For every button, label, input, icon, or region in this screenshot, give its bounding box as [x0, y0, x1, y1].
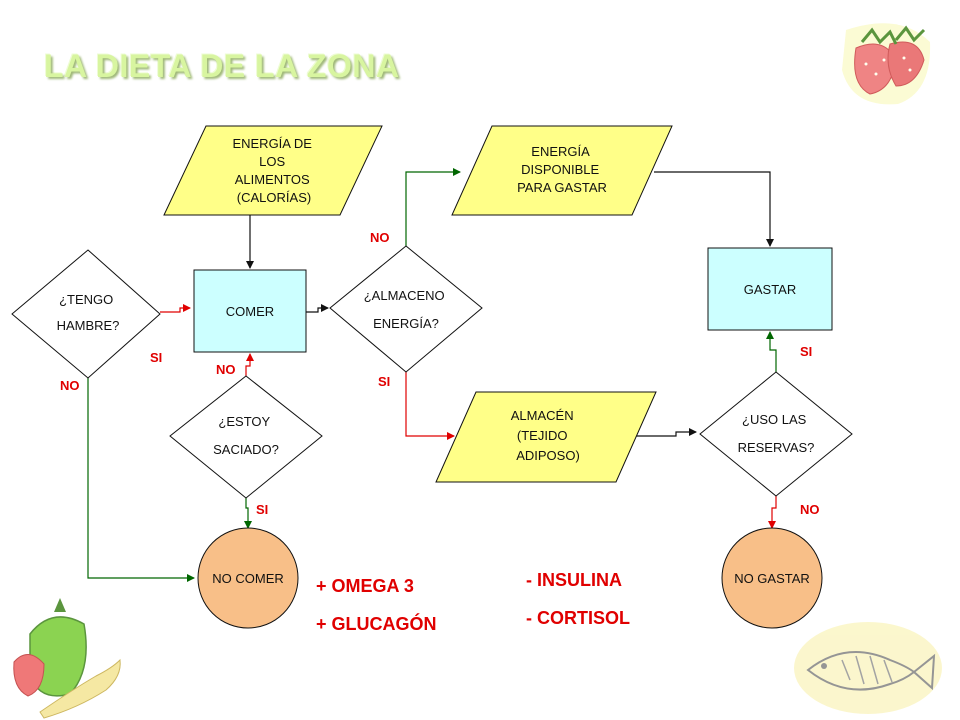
tengo-hambre-line-1: ¿TENGO — [59, 292, 113, 307]
page-title: LA DIETA DE LA ZONA — [44, 48, 400, 84]
energia-alimentos-line-2: LOS — [259, 154, 285, 169]
energia-disponible-line-2: DISPONIBLE — [521, 162, 599, 177]
reservas-line-1: ¿USO LAS — [742, 412, 807, 427]
connector-hambre-no-nocomer — [87, 378, 195, 582]
reservas-line-2: RESERVAS? — [738, 440, 815, 455]
connector-almacen-reservas — [636, 428, 697, 437]
almacen-line-3: ADIPOSO) — [516, 448, 580, 463]
almaceno-line-1: ¿ALMACENO — [364, 288, 445, 303]
edge-label-almaceno-no: NO — [370, 230, 390, 245]
connector-disponible-gastar — [654, 171, 774, 247]
edge-label-saciado-si: SI — [256, 502, 268, 517]
edge-label-reservas-si: SI — [800, 344, 812, 359]
connector-reservas-si-gastar — [766, 331, 777, 372]
no-comer-terminal: NO COMER — [197, 527, 299, 629]
svg-text:ALMACÉN (TEJIDO: ALMACÉN (TEJIDO ADIPOSO) — [511, 408, 580, 463]
estoy-saciado-decision: ¿ESTOY SACIADO? — [169, 375, 323, 499]
energia-alimentos-node: ENERGÍA DE LOS ALIMENTOS (CALORÍAS) — [163, 125, 383, 216]
saciado-line-2: SACIADO? — [213, 442, 279, 457]
note-minus-cortisol: - CORTISOL — [526, 608, 630, 628]
svg-text:¿ALMACENO ENERGÍA?: ¿ALMACENO ENERGÍA? — [364, 288, 449, 331]
strawberry-icon — [842, 23, 931, 105]
note-plus-omega: + OMEGA 3 — [316, 576, 414, 596]
connector-almaceno-no-disponible — [405, 168, 461, 246]
connector-hambre-si-comer — [160, 304, 191, 313]
uso-reservas-decision: ¿USO LAS RESERVAS? — [699, 371, 853, 497]
no-comer-label: NO COMER — [212, 571, 284, 586]
edge-label-hambre-no: NO — [60, 378, 80, 393]
energia-disponible-node: ENERGÍA DISPONIBLE PARA GASTAR — [451, 125, 673, 216]
svg-text:ENERGÍA DISPONIBLE: ENERGÍA DISPONIBLE PARA GASTAR — [517, 144, 607, 195]
tengo-hambre-line-2: HAMBRE? — [57, 318, 120, 333]
edge-label-reservas-no: NO — [800, 502, 820, 517]
connector-reservas-no-nogastar — [768, 496, 777, 529]
tengo-hambre-decision: ¿TENGO HAMBRE? — [11, 249, 161, 379]
note-plus-glucagon: + GLUCAGÓN — [316, 613, 437, 634]
gastar-label: GASTAR — [744, 282, 797, 297]
svg-text:¿TENGO HAMBRE?: ¿TENGO HAMBRE? — [57, 292, 120, 333]
gastar-process: GASTAR — [707, 247, 833, 331]
svg-text:¿ESTOY SACIADO?: ¿ESTOY SACIADO? — [213, 414, 279, 457]
almaceno-line-2: ENERGÍA? — [373, 316, 439, 331]
energia-alimentos-line-3: ALIMENTOS — [235, 172, 310, 187]
almacen-line-1: ALMACÉN — [511, 408, 574, 423]
energia-disponible-line-1: ENERGÍA — [531, 144, 590, 159]
energia-alimentos-line-1: ENERGÍA DE — [232, 136, 312, 151]
saciado-line-1: ¿ESTOY — [218, 414, 270, 429]
comer-label: COMER — [226, 304, 274, 319]
svg-text:¿USO LAS RESERVAS?: ¿USO LAS RESERVAS? — [738, 412, 815, 455]
almacen-node: ALMACÉN (TEJIDO ADIPOSO) — [435, 391, 657, 483]
fish-icon — [794, 622, 942, 714]
note-minus-insulina: - INSULINA — [526, 570, 622, 590]
no-gastar-label: NO GASTAR — [734, 571, 810, 586]
comer-process: COMER — [193, 269, 307, 353]
edge-label-saciado-no: NO — [216, 362, 236, 377]
no-gastar-terminal: NO GASTAR — [721, 527, 823, 629]
connector-almaceno-si-almacen — [405, 372, 455, 440]
edge-label-almaceno-si: SI — [378, 374, 390, 389]
vegetables-icon — [13, 598, 121, 719]
connector-saciado-no-comer — [245, 353, 254, 376]
svg-text:ENERGÍA DE LOS: ENERGÍA DE LOS ALIMENTOS (CALORÍAS) — [232, 136, 315, 205]
almaceno-energia-decision: ¿ALMACENO ENERGÍA? — [329, 245, 483, 373]
connector-saciado-si-nocomer — [244, 498, 252, 529]
connector-comer-almaceno — [306, 304, 329, 313]
energia-disponible-line-3: PARA GASTAR — [517, 180, 607, 195]
edge-label-hambre-si: SI — [150, 350, 162, 365]
almacen-line-2: (TEJIDO — [517, 428, 568, 443]
energia-alimentos-line-4: (CALORÍAS) — [237, 190, 311, 205]
